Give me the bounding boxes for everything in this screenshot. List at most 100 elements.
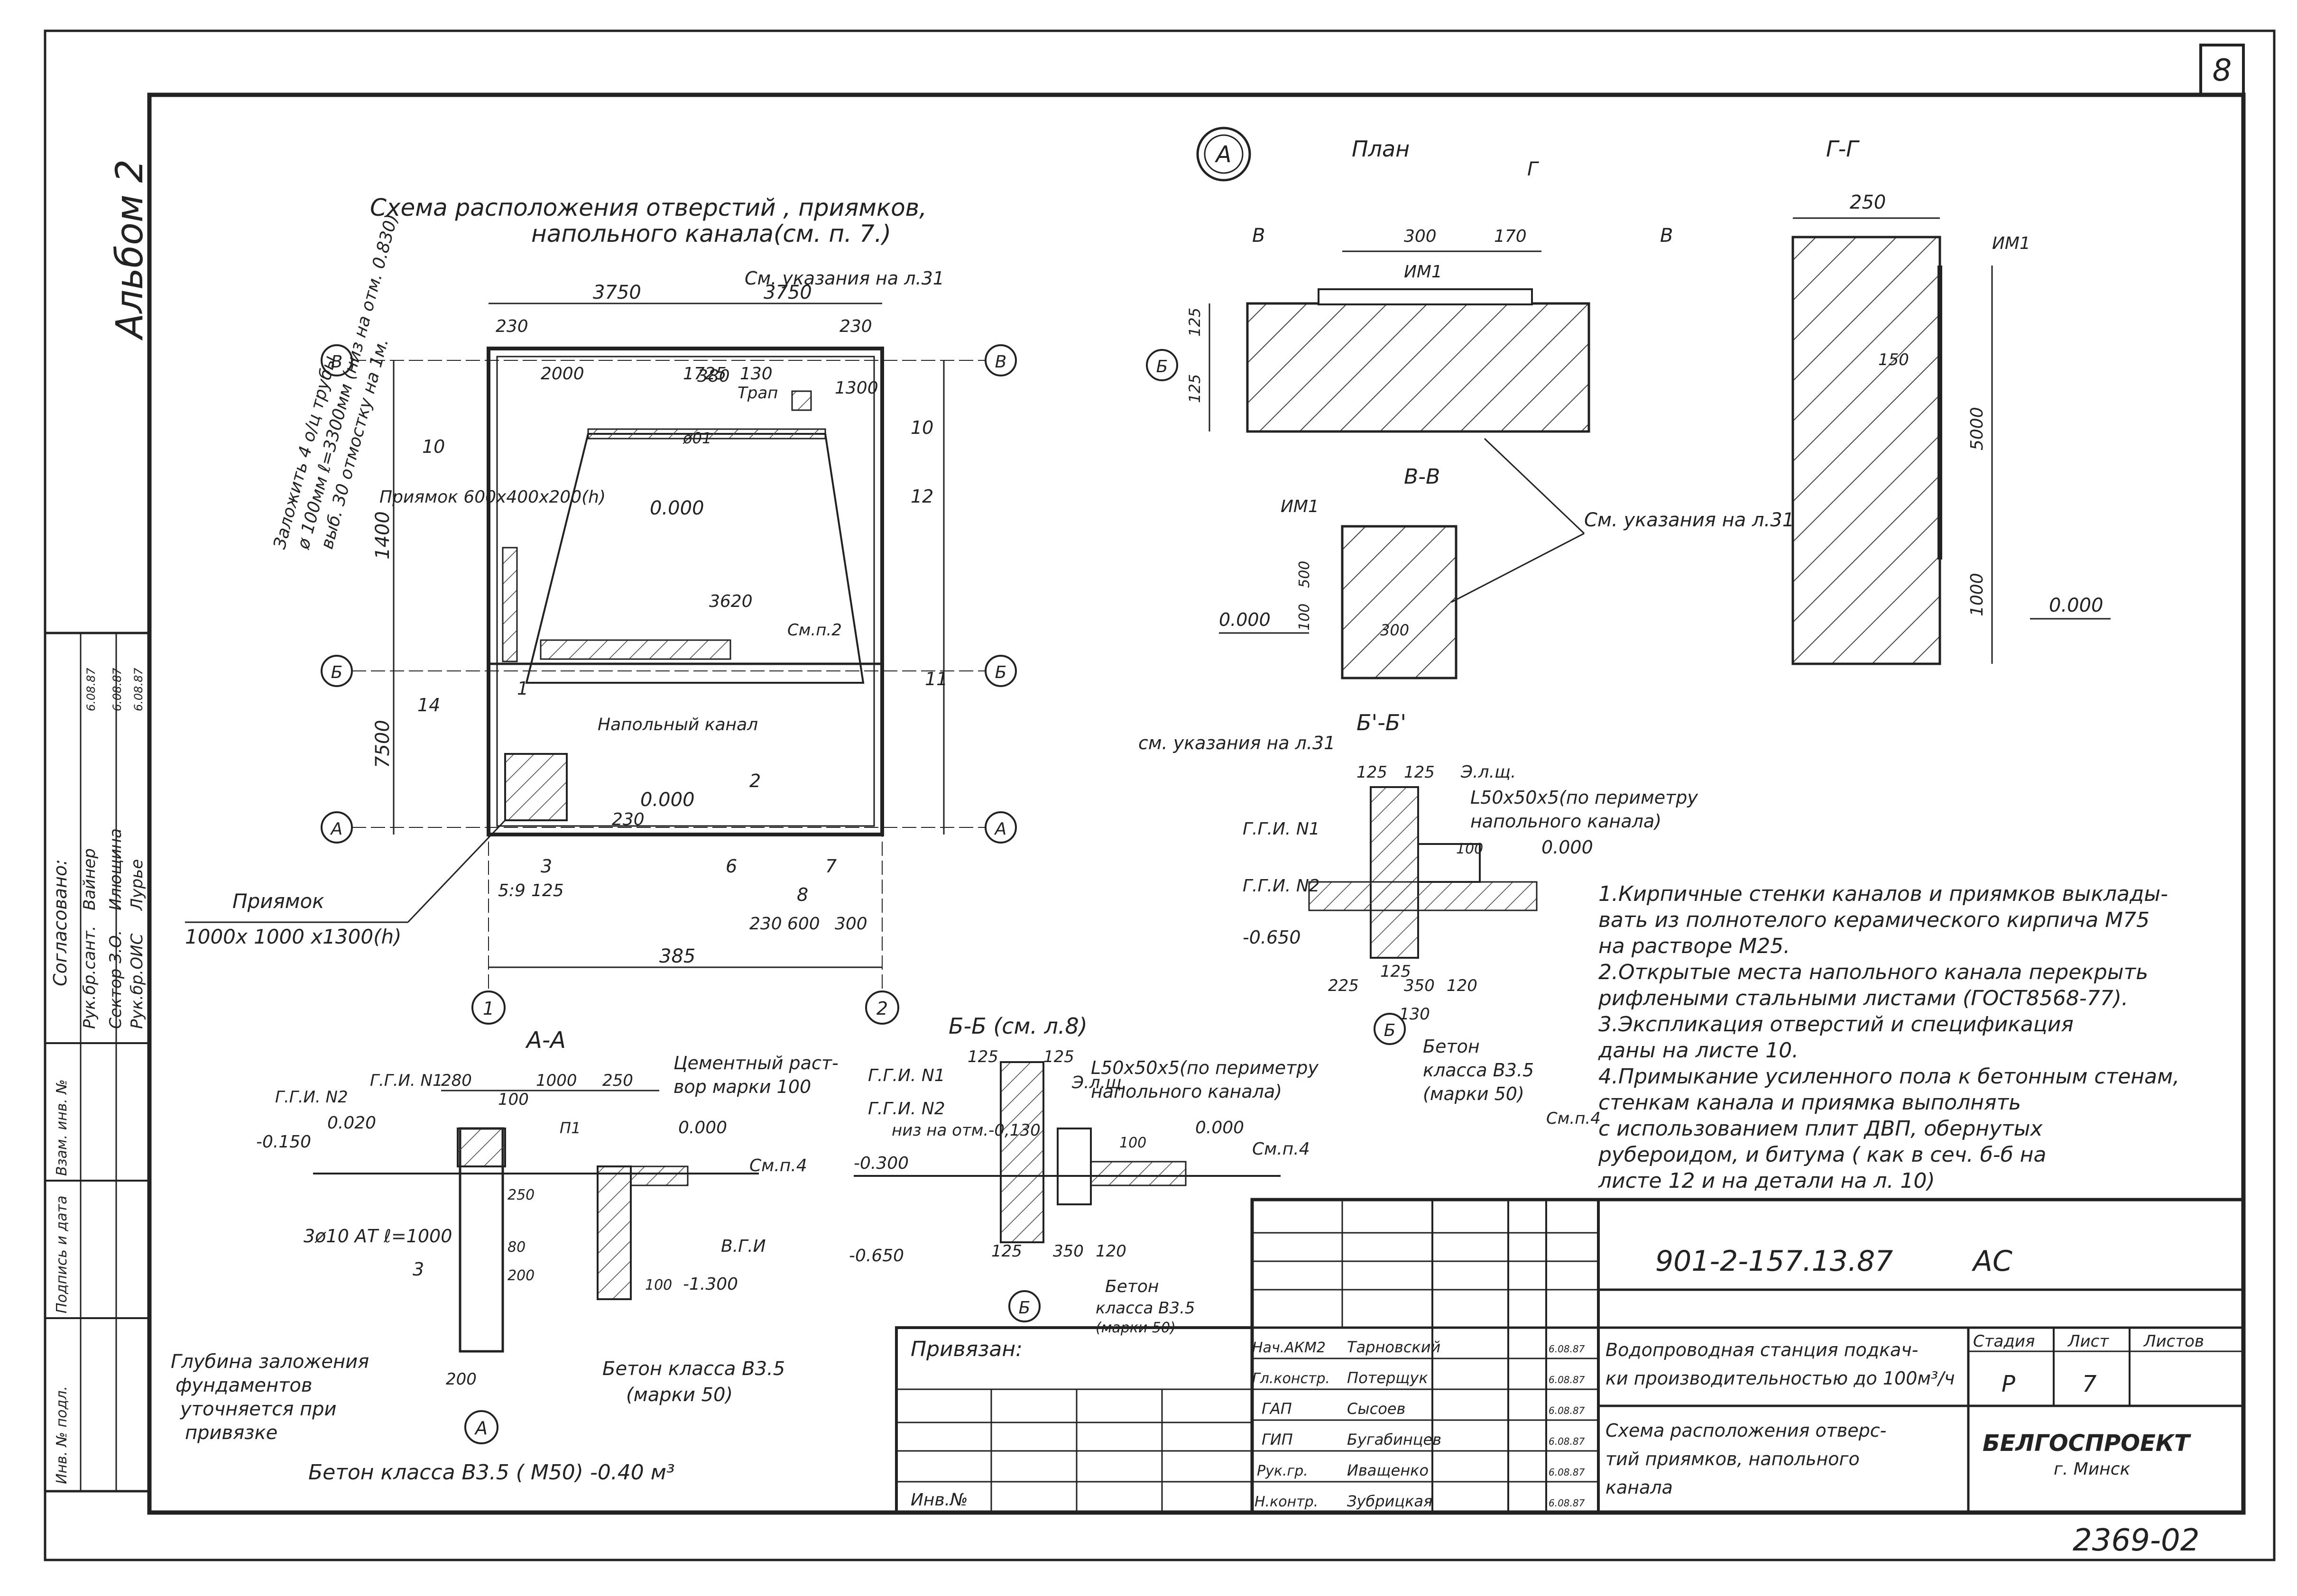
section-marker bbox=[1374, 1013, 1406, 1045]
stamp-col-label: Инв. № подл. bbox=[54, 1386, 70, 1484]
dim: 100 bbox=[498, 1090, 529, 1109]
building-inner-line bbox=[496, 356, 875, 827]
plan-title: План bbox=[1352, 136, 1410, 162]
inv-label: Инв.№ bbox=[911, 1490, 968, 1510]
label: L50х50х5(по периметру bbox=[1091, 1057, 1319, 1078]
signer-date: 6.08.87 bbox=[1549, 1436, 1585, 1447]
concrete-3: (марки 50) bbox=[1423, 1083, 1524, 1104]
floor-channel bbox=[540, 639, 731, 660]
doc-mark: АС bbox=[1971, 1245, 2012, 1278]
depth-note-2: фундаментов bbox=[175, 1375, 312, 1396]
section-marker-letter: Б bbox=[1019, 1298, 1031, 1318]
stamp-name: Вайнер bbox=[80, 848, 99, 910]
stamp-agreed: Согласовано: bbox=[50, 859, 71, 986]
axis-letter: Б bbox=[995, 663, 1007, 682]
dim: 170 bbox=[1494, 227, 1527, 246]
stamp-date: 6.08.87 bbox=[132, 668, 145, 711]
axis-letter: В bbox=[331, 352, 343, 372]
signer-name: Иващенко bbox=[1347, 1461, 1429, 1479]
org-city: г. Минск bbox=[2054, 1459, 2131, 1479]
callout: 14 bbox=[417, 695, 440, 715]
callout: 10 bbox=[911, 417, 933, 438]
floor-slab bbox=[630, 1165, 689, 1186]
axis-number: 2 bbox=[876, 998, 888, 1019]
dim: 125 bbox=[1356, 763, 1387, 782]
axis-bubble bbox=[865, 991, 899, 1025]
label: Г.Г.И. N1 bbox=[1243, 819, 1320, 839]
section-marker bbox=[464, 1410, 498, 1444]
dim: 300 bbox=[1380, 621, 1409, 639]
section-title: Б-Б (см. л.8) bbox=[949, 1013, 1088, 1039]
note-line: листе 12 и на детали на л. 10) bbox=[1598, 1169, 1935, 1193]
dim: 120 bbox=[1096, 1242, 1126, 1261]
album-label: Альбом 2 bbox=[109, 159, 151, 341]
label: Э.л.щ. bbox=[1460, 762, 1516, 782]
plan-slab bbox=[1246, 302, 1590, 433]
dim: 100 bbox=[1456, 841, 1483, 857]
stamp-role: Сектор З.О. bbox=[106, 930, 125, 1029]
label-trap: Трап bbox=[738, 384, 778, 403]
section-vv-title: В-В bbox=[1404, 465, 1440, 489]
label: Г.Г.И. N1 bbox=[868, 1066, 945, 1085]
sheet-name-1: Схема расположения отверс- bbox=[1605, 1420, 1886, 1441]
label: 3 bbox=[413, 1259, 424, 1280]
im-label: ИМ1 bbox=[1404, 262, 1442, 282]
leader bbox=[1451, 532, 1585, 603]
dim: 2000 bbox=[541, 364, 584, 384]
pit-600 bbox=[502, 547, 518, 662]
concrete-1: Бетон bbox=[1105, 1277, 1159, 1296]
doc-code: 901-2-157.13.87 bbox=[1655, 1245, 1893, 1278]
elev: 0.020 bbox=[327, 1113, 376, 1133]
concrete-2: (марки 50) bbox=[626, 1384, 733, 1406]
callout: 6 bbox=[726, 856, 737, 877]
project-name-2: ки производительностью до 100м³/ч bbox=[1605, 1368, 1955, 1389]
elev: -0.150 bbox=[256, 1132, 311, 1152]
concrete-1: Бетон класса В3.5 bbox=[602, 1358, 785, 1380]
dim: 250 bbox=[507, 1187, 535, 1203]
dim: 350 bbox=[1404, 976, 1435, 995]
label: Г.Г.И. N2 bbox=[1243, 876, 1320, 896]
axis-bubble bbox=[1146, 349, 1178, 381]
note-line: на растворе М25. bbox=[1598, 934, 1790, 958]
note-line: 3.Экспликация отверстий и спецификация bbox=[1598, 1012, 2074, 1036]
drain-trap bbox=[791, 390, 812, 411]
stamp-name: Илющина bbox=[106, 828, 125, 910]
signer-role: ГАП bbox=[1262, 1400, 1292, 1418]
floor-slab bbox=[1308, 881, 1538, 911]
elev: 0.000 bbox=[1541, 837, 1593, 858]
callout: 7 bbox=[825, 856, 837, 877]
section-marker-letter: Б bbox=[1384, 1021, 1396, 1040]
header-stage: Стадия bbox=[1973, 1332, 2035, 1351]
callout: 2 bbox=[749, 770, 761, 791]
elev: 0.000 bbox=[1219, 609, 1271, 630]
stamp-role: Рук.бр.сант. bbox=[80, 926, 99, 1029]
dim: 1300 bbox=[835, 378, 878, 398]
elev: -0.650 bbox=[849, 1246, 904, 1266]
section-aa: А-А 280 100 1000 250 250 80 200 100 200 … bbox=[171, 1027, 839, 1485]
dim: 350 bbox=[1053, 1242, 1084, 1261]
cut-title: Г-Г bbox=[1826, 136, 1860, 162]
concrete-2: класса В3.5 bbox=[1096, 1299, 1195, 1318]
dim: 3750 bbox=[764, 282, 812, 303]
detail-a: А План Г-Г ИМ1 300 170 125 125 В В Б Г В… bbox=[1146, 127, 2111, 679]
note-line: рубероидом, и битума ( как в сеч. б-б на bbox=[1598, 1143, 2047, 1167]
axis-letter: В bbox=[995, 352, 1007, 372]
cut-letter: Г bbox=[1527, 158, 1539, 180]
dim: 150 bbox=[1878, 350, 1909, 369]
general-notes: 1.Кирпичные стенки каналов и приямков вы… bbox=[1598, 882, 2179, 1193]
sheet-number-box bbox=[2199, 44, 2245, 96]
dim: 230 bbox=[496, 317, 528, 336]
callout: 12 bbox=[911, 486, 933, 507]
section-bb: Б-Б (см. л.8) 125 125 100 125 350 120 Г.… bbox=[849, 1013, 1319, 1336]
signer-name: Тарновский bbox=[1347, 1338, 1440, 1356]
bottom-code: 2369-02 bbox=[2073, 1523, 2199, 1558]
dim: 120 bbox=[1447, 976, 1477, 995]
stamp-role: Рук.бр.ОИС bbox=[128, 933, 147, 1029]
dim: 300 bbox=[835, 914, 867, 934]
label: низ на отм.-0,130 bbox=[892, 1121, 1041, 1140]
stamp-name: Лурье bbox=[128, 859, 147, 911]
signer-name: Потерщук bbox=[1347, 1369, 1428, 1387]
note-line: стенкам канала и приямка выполнять bbox=[1598, 1091, 2021, 1115]
axis-letter: А bbox=[330, 819, 343, 839]
